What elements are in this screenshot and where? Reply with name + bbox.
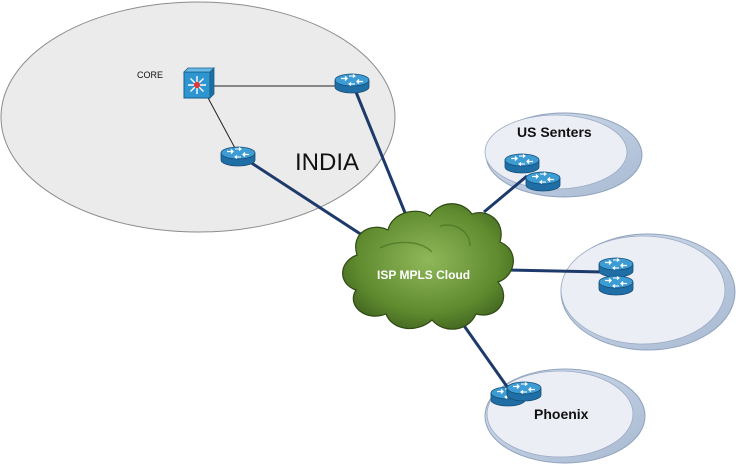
- wan-link-phoenix: [458, 319, 510, 389]
- wan-link-india-router1: [354, 91, 414, 231]
- router-icon: [334, 73, 370, 94]
- router-icon: [598, 257, 634, 278]
- multilayer-switch-icon: [183, 67, 215, 99]
- router-icon: [598, 275, 634, 296]
- router-icon: [506, 381, 542, 402]
- us-label: US Senters: [517, 124, 592, 140]
- router-icon: [525, 171, 561, 192]
- wan-link-site3: [504, 268, 604, 274]
- router-icon: [220, 146, 256, 167]
- isp-mpls-cloud: [342, 203, 514, 330]
- india-region: [0, 1, 396, 233]
- router-icon: [504, 153, 540, 174]
- wan-link-us: [483, 174, 528, 214]
- phoenix-label: Phoenix: [534, 406, 589, 422]
- india-label: INDIA: [295, 149, 359, 176]
- site-3: [560, 233, 736, 351]
- cloud-label: ISP MPLS Cloud: [377, 268, 470, 282]
- lan-link-core-router2: [206, 95, 237, 151]
- core-label: CORE: [137, 70, 163, 80]
